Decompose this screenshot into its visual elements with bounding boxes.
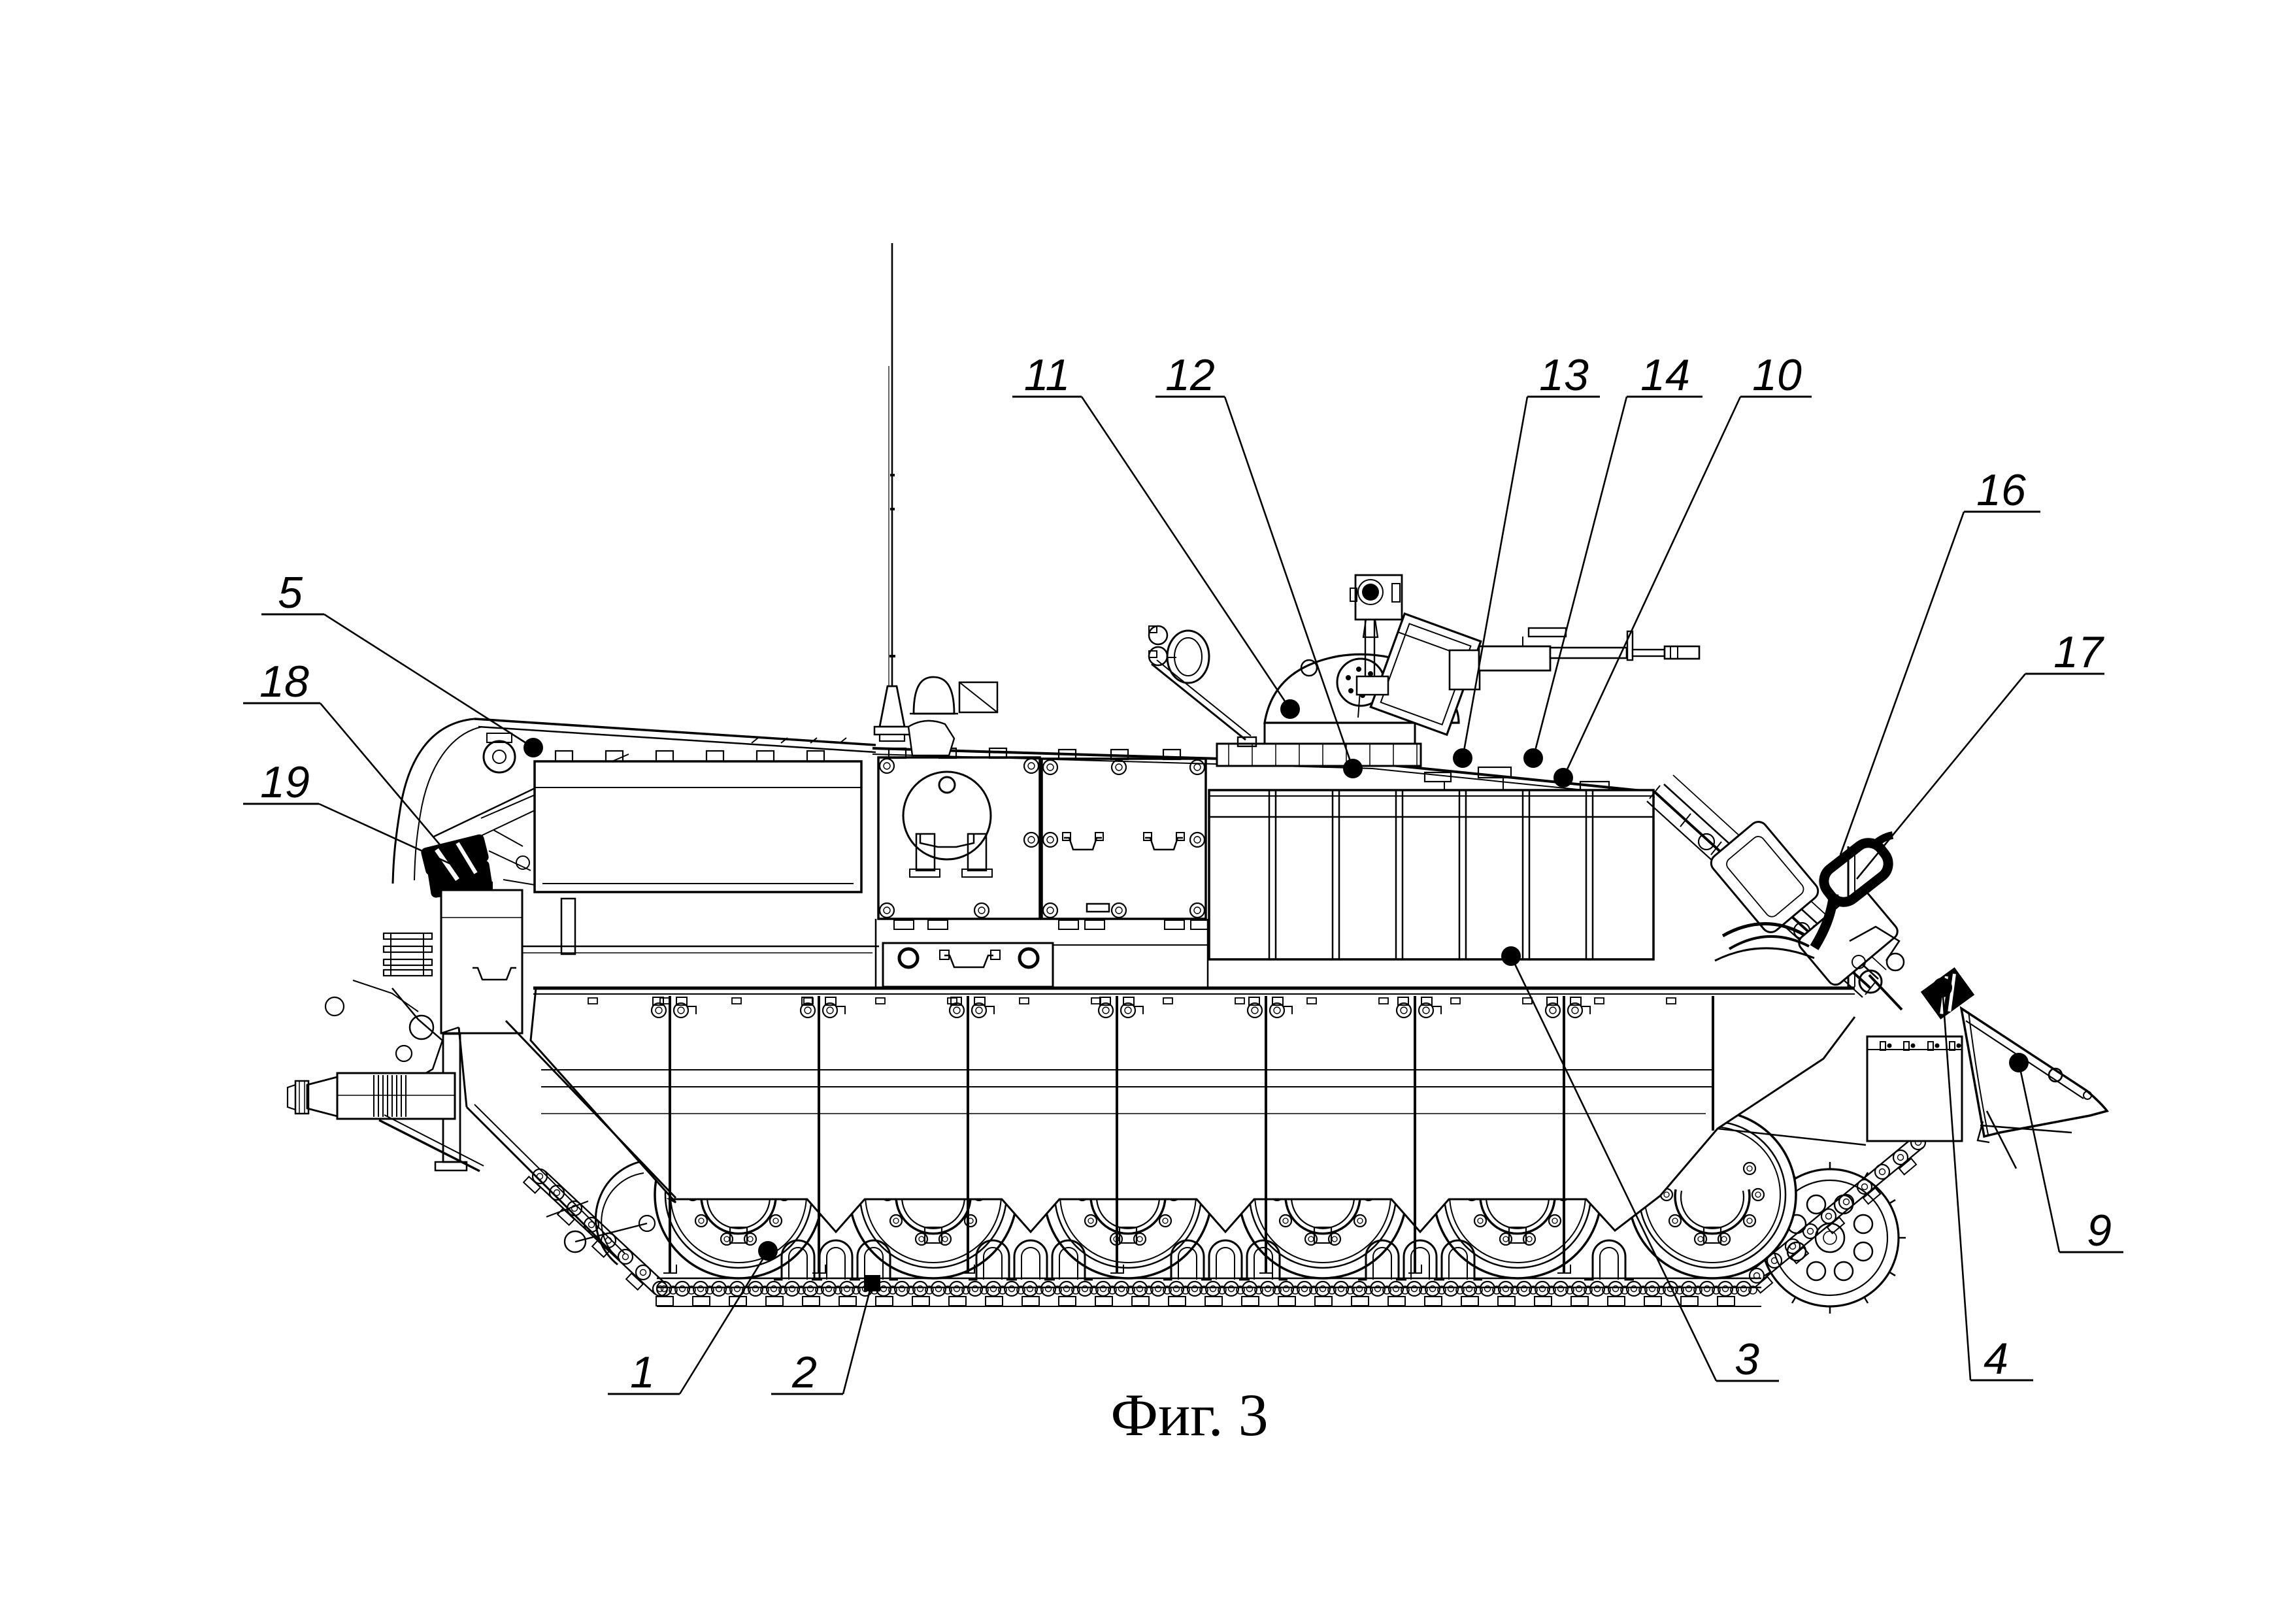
svg-text:13: 13	[1539, 350, 1589, 400]
svg-text:16: 16	[1976, 465, 2026, 515]
svg-text:2: 2	[791, 1348, 817, 1397]
svg-text:5: 5	[278, 568, 303, 618]
svg-text:14: 14	[1640, 350, 1690, 400]
svg-text:19: 19	[260, 757, 310, 807]
svg-text:17: 17	[2053, 627, 2104, 677]
svg-text:11: 11	[1024, 350, 1071, 400]
svg-text:3: 3	[1735, 1334, 1759, 1384]
svg-text:9: 9	[2087, 1206, 2112, 1255]
svg-text:Фиг. 3: Фиг. 3	[1110, 1382, 1268, 1448]
svg-text:1: 1	[630, 1348, 655, 1397]
svg-text:4: 4	[1984, 1334, 2008, 1384]
svg-text:12: 12	[1165, 350, 1215, 400]
svg-text:10: 10	[1752, 350, 1802, 400]
svg-text:18: 18	[259, 657, 309, 706]
